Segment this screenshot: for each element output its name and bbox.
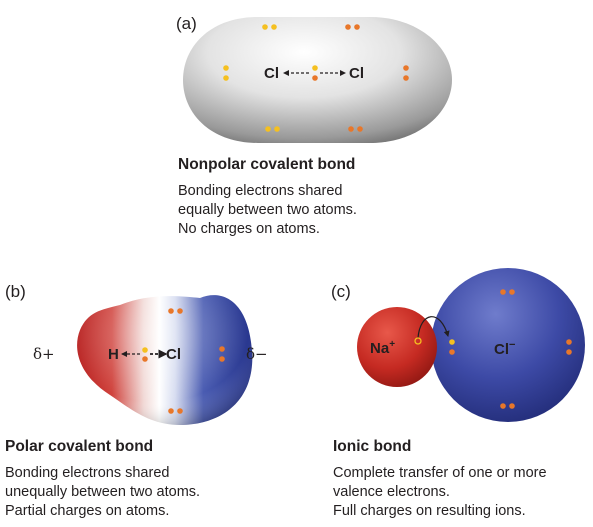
desc-line: equally between two atoms.: [178, 202, 357, 218]
chloride-ion-sphere: [431, 268, 585, 422]
electron: [509, 403, 515, 409]
cl2-molecule: Cl Cl: [183, 17, 452, 143]
electron-transfer-arrow: [417, 316, 450, 339]
desc-line: unequally between two atoms.: [5, 484, 201, 500]
electron: [271, 24, 277, 30]
electron: [509, 289, 515, 295]
electron: [223, 75, 229, 81]
desc-line: No charges on atoms.: [178, 221, 320, 237]
electron: [345, 24, 351, 30]
electron: [274, 126, 280, 132]
sodium-ion-sphere: [357, 307, 437, 387]
desc-polar: Bonding electrons shared unequally betwe…: [5, 464, 200, 521]
electron: [403, 75, 409, 81]
atom-label-cl-left: Cl: [264, 65, 279, 82]
electron: [357, 126, 363, 132]
electron: [449, 339, 455, 345]
shared-electron: [312, 75, 318, 81]
panel-label-c: (c): [331, 282, 351, 301]
electron: [223, 65, 229, 71]
chloride-ion-label: Cl−: [494, 339, 515, 358]
electron: [566, 339, 572, 345]
hcl-molecule: H Cl: [77, 295, 253, 425]
cl2-electron-cloud: [183, 17, 452, 143]
electron: [566, 349, 572, 355]
heading-ionic: Ionic bond: [333, 438, 412, 455]
partial-negative-label: δ−: [246, 345, 268, 363]
electron: [168, 308, 174, 314]
electron: [500, 289, 506, 295]
panel-label-a: (a): [176, 14, 197, 33]
electron: [354, 24, 360, 30]
electron: [262, 24, 268, 30]
desc-line: valence electrons.: [333, 484, 450, 500]
sodium-ion-label: Na+: [370, 339, 395, 357]
desc-line: Partial charges on atoms.: [5, 503, 170, 519]
electron: [449, 349, 455, 355]
heading-nonpolar: Nonpolar covalent bond: [178, 156, 356, 173]
electron: [500, 403, 506, 409]
electron: [219, 356, 225, 362]
atom-label-cl-right: Cl: [349, 65, 364, 82]
desc-line: Bonding electrons shared: [178, 183, 343, 199]
electron: [403, 65, 409, 71]
desc-nonpolar: Bonding electrons shared equally between…: [178, 182, 357, 239]
electron: [348, 126, 354, 132]
atom-label-cl: Cl: [166, 346, 181, 363]
shared-electron: [312, 65, 318, 71]
nacl-ions: Na+ Cl−: [357, 268, 585, 422]
electron: [168, 408, 174, 414]
desc-line: Full charges on resulting ions.: [333, 503, 526, 519]
hcl-shading: [77, 295, 253, 425]
electron: [265, 126, 271, 132]
desc-ionic: Complete transfer of one or more valence…: [333, 464, 547, 521]
vacated-electron-position: [414, 337, 422, 345]
electron: [177, 308, 183, 314]
panel-label-b: (b): [5, 282, 26, 301]
electron: [177, 408, 183, 414]
shared-electron: [142, 356, 148, 362]
partial-positive-label: δ+: [33, 345, 55, 363]
atom-label-h: H: [108, 346, 119, 363]
heading-polar: Polar covalent bond: [5, 438, 154, 455]
electron: [219, 346, 225, 352]
shared-electron: [142, 347, 148, 353]
desc-line: Bonding electrons shared: [5, 465, 170, 481]
desc-line: Complete transfer of one or more: [333, 465, 547, 481]
